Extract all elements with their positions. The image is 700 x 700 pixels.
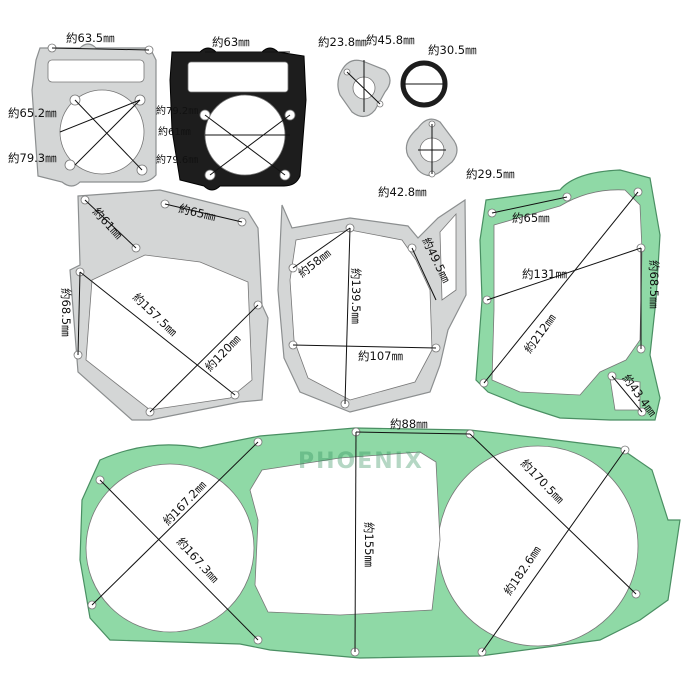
measure-line xyxy=(74,99,141,166)
label-head-silver-top: 約63.5㎜ xyxy=(66,31,115,45)
black-head-top-slot xyxy=(187,61,289,93)
measure-line xyxy=(481,449,626,653)
measure-line xyxy=(411,247,437,301)
measure-line xyxy=(51,47,150,51)
label-case-left-c: 約68.5㎜ xyxy=(59,288,73,337)
measure-line xyxy=(611,375,643,413)
measure-line xyxy=(469,433,637,595)
measure-line xyxy=(486,247,642,301)
label-head-black-top: 約63㎜ xyxy=(212,35,250,49)
label-cover-mid: 約155㎜ xyxy=(362,522,376,567)
silver-case-gasket-middle xyxy=(277,198,467,413)
measure-line xyxy=(91,441,259,606)
bolt-hole xyxy=(64,159,76,171)
silver-case-middle-slot xyxy=(439,212,457,301)
label-intake-b: 約29.5㎜ xyxy=(466,167,515,181)
label-oring: 約30.5㎜ xyxy=(428,43,477,57)
measure-line xyxy=(292,344,437,349)
label-case-right-b: 約131㎜ xyxy=(522,267,567,281)
label-exhaust-b: 約45.8㎜ xyxy=(366,33,415,47)
label-head-black-r1: 約79.2㎜ xyxy=(156,104,198,117)
label-case-right-a: 約65㎜ xyxy=(512,211,550,225)
o-ring-body xyxy=(400,60,448,108)
measure-line xyxy=(164,203,243,223)
measure-line xyxy=(99,479,259,641)
green-cover-gasket xyxy=(79,427,681,659)
watermark: PHOENIX xyxy=(298,449,424,474)
measure-line xyxy=(77,271,81,356)
o-ring xyxy=(400,60,448,108)
measure-line xyxy=(59,99,141,133)
label-case-right-c: 約68.5㎜ xyxy=(647,260,661,309)
green-case-gasket-right xyxy=(475,169,661,421)
label-exhaust-a: 約23.8㎜ xyxy=(318,35,367,49)
black-head-gasket xyxy=(169,47,307,191)
label-head-black-r2: 約61㎜ xyxy=(158,125,191,138)
measure-line xyxy=(84,199,137,249)
label-intake-a: 約42.8㎜ xyxy=(378,185,427,199)
label-head-silver-bottom: 約79.3㎜ xyxy=(8,151,57,165)
measure-line xyxy=(149,304,259,413)
measure-line xyxy=(79,271,236,396)
label-case-mid-b: 約139.5㎜ xyxy=(349,268,363,324)
label-head-black-r3: 約79.6㎜ xyxy=(156,153,198,166)
measure-line xyxy=(483,191,639,384)
measure-line xyxy=(355,431,471,435)
measure-line xyxy=(74,99,143,171)
cover-center-window xyxy=(249,451,441,616)
label-case-mid-d: 約107㎜ xyxy=(358,349,403,363)
cover-left-bore xyxy=(85,463,255,633)
measure-line xyxy=(354,431,357,653)
measure-line xyxy=(344,227,351,405)
measure-line xyxy=(204,114,286,176)
silver-case-gasket-left xyxy=(69,189,269,421)
measurement-lines xyxy=(51,47,643,653)
measure-line xyxy=(491,196,568,214)
measure-line xyxy=(292,227,351,269)
silver-case-middle-cutout xyxy=(289,229,433,401)
silver-case-left-cutout xyxy=(85,254,253,411)
label-head-silver-left: 約65.2㎜ xyxy=(8,106,57,120)
silver-head-top-slot xyxy=(47,59,145,83)
measure-line xyxy=(209,114,291,176)
label-cover-top: 約88㎜ xyxy=(390,417,428,431)
green-case-right-cutout xyxy=(491,189,643,396)
